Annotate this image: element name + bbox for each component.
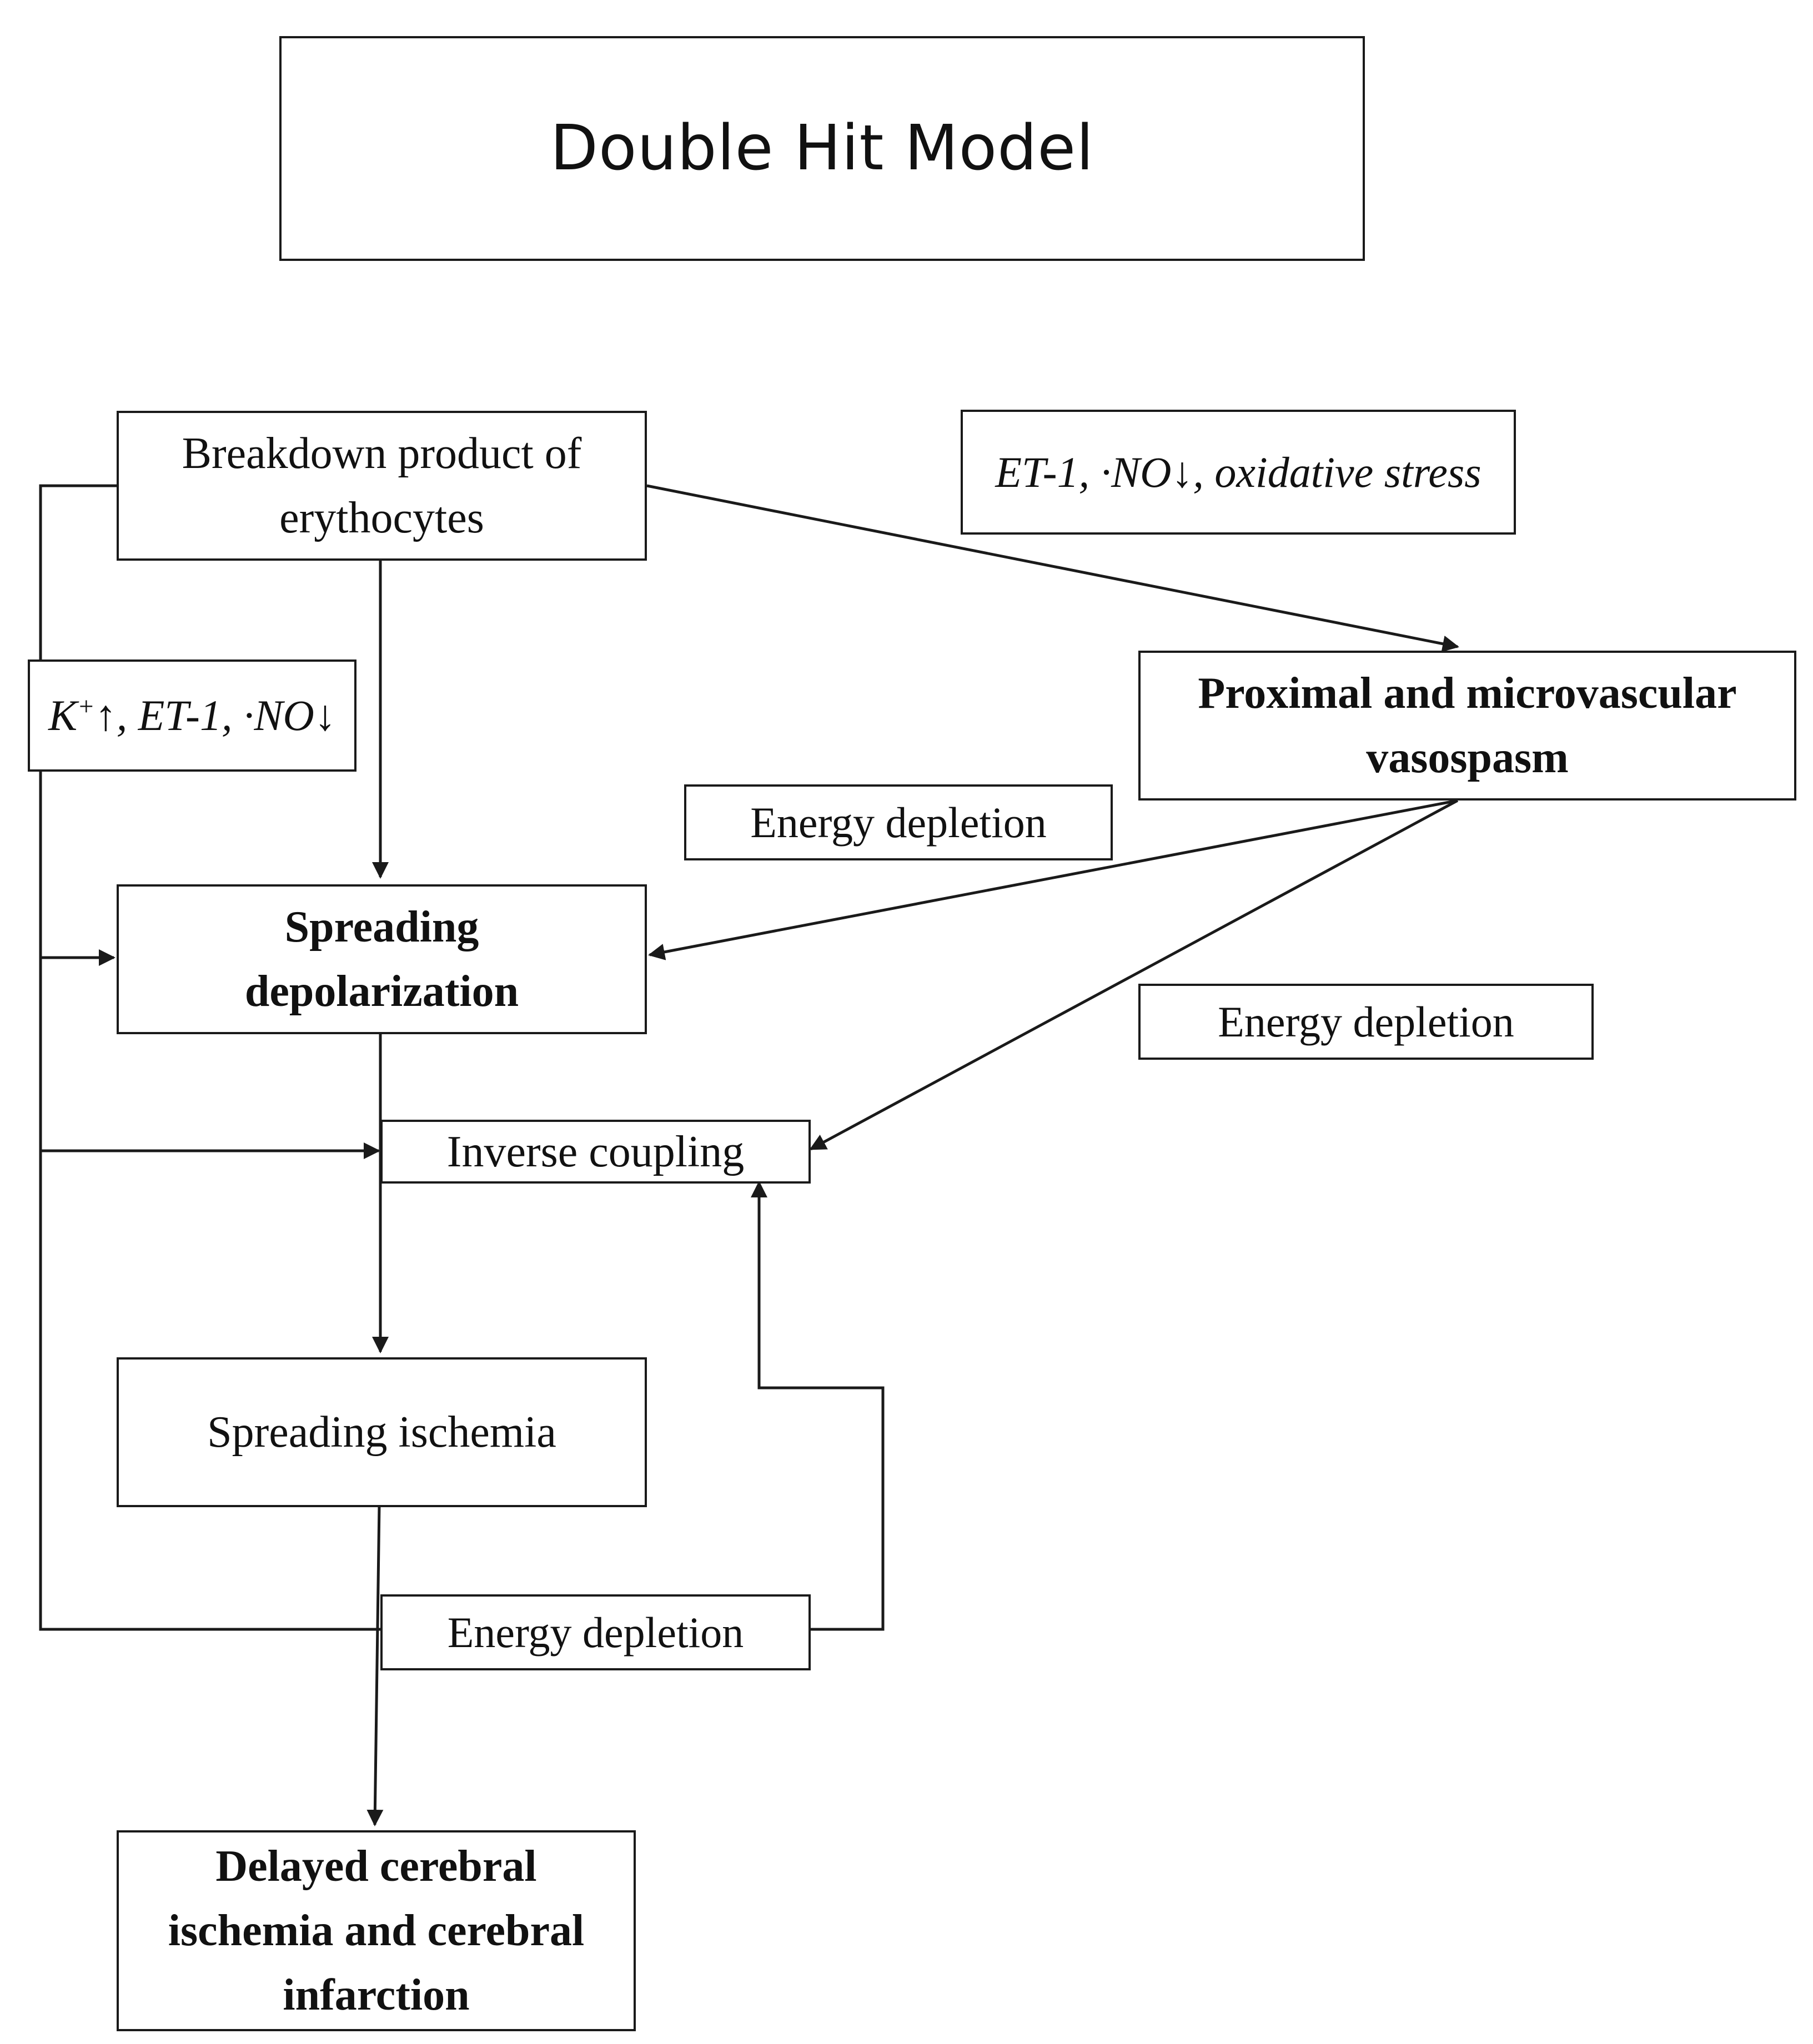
diagram-title-text: Double Hit Model bbox=[550, 112, 1094, 185]
node-delayed-cerebral-ischemia-text: Delayed cerebral ischemia and cerebral i… bbox=[168, 1842, 585, 2020]
node-vasospasm-text: Proximal and microvascular vasospasm bbox=[1198, 669, 1737, 782]
potassium-symbol: K bbox=[48, 691, 78, 740]
edge-energy-feedback-to-inverse-coupling bbox=[751, 1181, 885, 1631]
edge-vasospasm-to-depolarization bbox=[648, 799, 1458, 960]
diagram-title: Double Hit Model bbox=[279, 36, 1365, 261]
node-vasospasm: Proximal and microvascular vasospasm bbox=[1138, 651, 1796, 801]
edge-breakdown-to-vasospasm bbox=[646, 484, 1459, 652]
node-inverse-coupling-text: Inverse coupling bbox=[446, 1127, 745, 1176]
label-energy-depletion-2: Energy depletion bbox=[1138, 984, 1594, 1060]
edge-ischemia-to-delayed bbox=[366, 1505, 384, 1826]
label-vasospasm-mediators: ET-1, ·NO↓, oxidative stress bbox=[961, 410, 1516, 535]
label-depolarization-mediators: K+↑, ET-1, ·NO↓ bbox=[28, 659, 356, 772]
node-spreading-ischemia: Spreading ischemia bbox=[117, 1357, 647, 1507]
edge-left-bus bbox=[39, 484, 380, 1631]
label-depolarization-mediators-text: K+↑, ET-1, ·NO↓ bbox=[48, 684, 336, 747]
depolarization-mediators-rest: ↑, ET-1, ·NO↓ bbox=[94, 691, 336, 740]
label-energy-depletion-3: Energy depletion bbox=[380, 1594, 811, 1670]
node-spreading-depolarization-text: Spreading depolarization bbox=[244, 903, 519, 1016]
label-energy-depletion-1: Energy depletion bbox=[684, 784, 1113, 860]
label-energy-depletion-2-text: Energy depletion bbox=[1218, 997, 1514, 1046]
node-spreading-ischemia-text: Spreading ischemia bbox=[207, 1408, 556, 1457]
node-breakdown-product: Breakdown product of erythocytes bbox=[117, 411, 647, 561]
node-spreading-depolarization: Spreading depolarization bbox=[117, 884, 647, 1034]
node-delayed-cerebral-ischemia: Delayed cerebral ischemia and cerebral i… bbox=[117, 1830, 636, 2031]
node-inverse-coupling: Inverse coupling bbox=[380, 1120, 811, 1184]
edge-vasospasm-to-inverse-coupling bbox=[809, 799, 1459, 1151]
potassium-charge: + bbox=[77, 692, 95, 722]
label-energy-depletion-3-text: Energy depletion bbox=[447, 1608, 744, 1657]
node-breakdown-product-text: Breakdown product of erythocytes bbox=[182, 429, 582, 542]
label-vasospasm-mediators-text: ET-1, ·NO↓, oxidative stress bbox=[995, 447, 1481, 496]
label-energy-depletion-1-text: Energy depletion bbox=[750, 798, 1047, 847]
